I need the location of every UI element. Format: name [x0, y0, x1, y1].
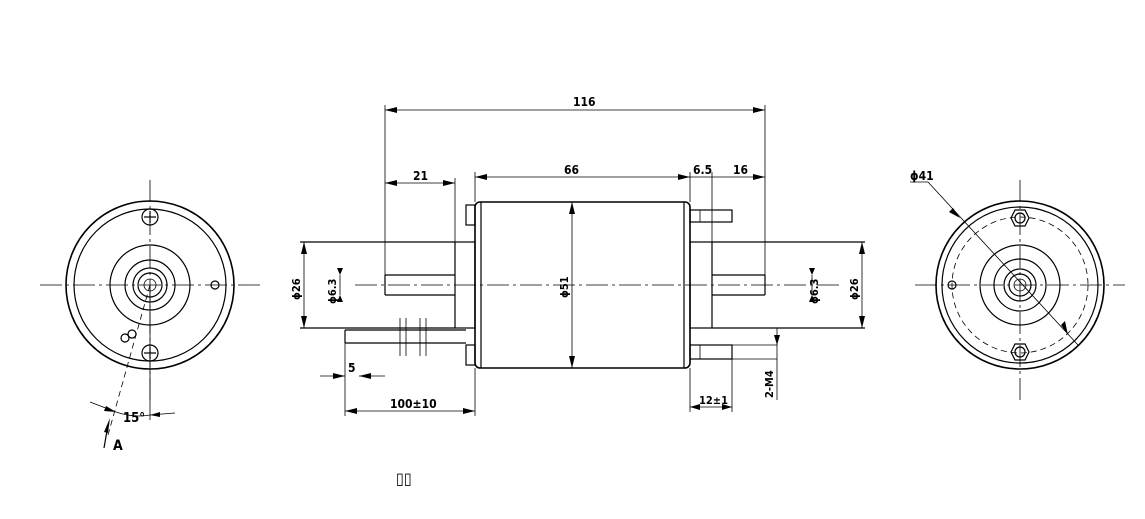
- dim-stud-length: 12±1: [699, 394, 728, 407]
- dim-boss-diameter-left: ϕ26: [290, 278, 303, 300]
- dim-body-length: 66: [564, 163, 579, 177]
- dim-stud-thread: 2-M4: [763, 370, 776, 398]
- dim-flange-thickness: 6.5: [693, 163, 712, 177]
- dim-rear-shaft-length: 16: [733, 163, 748, 177]
- dim-shaft-diameter-front: ϕ6.3: [326, 278, 339, 304]
- dim-front-shaft-length: 21: [413, 169, 428, 183]
- dim-boss-diameter-right: ϕ26: [848, 278, 861, 300]
- right-end-view: ϕ41: [910, 169, 1125, 400]
- dim-lead-length: 100±10: [390, 397, 437, 411]
- left-end-view: 15° A: [40, 180, 262, 454]
- side-view: 116 21 66 6.5 16 ϕ26 ϕ6.3: [290, 95, 865, 416]
- dim-shaft-diameter-rear: ϕ6.3: [808, 278, 821, 304]
- dim-lead-strip: 5: [348, 361, 356, 375]
- dim-body-diameter: ϕ51: [558, 276, 571, 298]
- dim-overall-length: 116: [573, 95, 596, 109]
- angle-label: 15°: [123, 411, 145, 426]
- view-label-a: A: [113, 438, 123, 454]
- dim-bolt-circle: ϕ41: [910, 169, 934, 183]
- caption: ▯▯: [396, 469, 412, 488]
